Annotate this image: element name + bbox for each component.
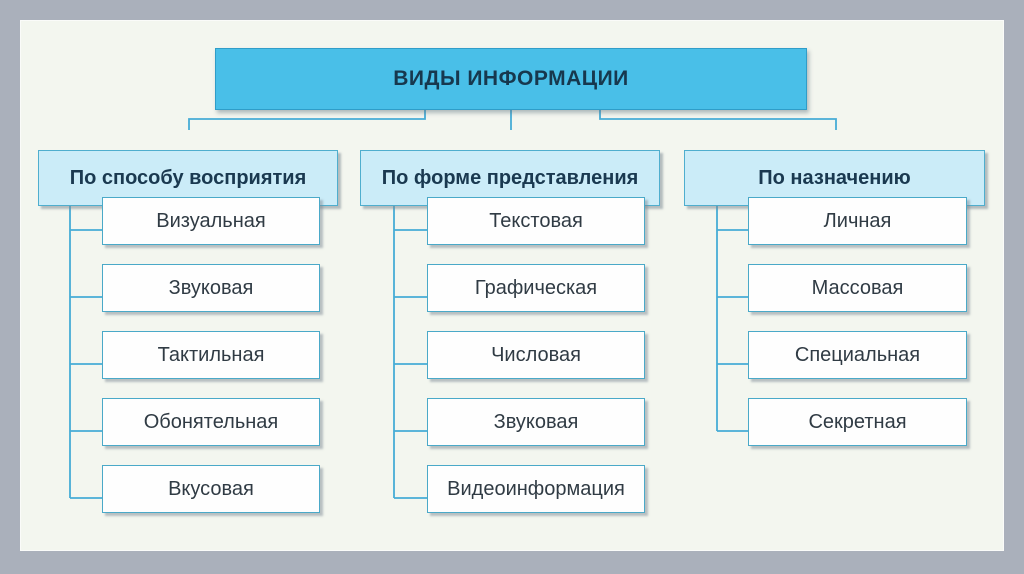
leaf-form-4: Звуковая	[427, 398, 645, 446]
leaf-purpose-2: Массовая	[748, 264, 967, 312]
connector-perception-branch	[69, 186, 102, 499]
leaf-form-2: Графическая	[427, 264, 645, 312]
leaf-perception-3: Тактильная	[102, 331, 320, 379]
connector-root-to-purpose	[599, 110, 837, 130]
connector-form-branch	[393, 186, 427, 499]
slide-canvas: ВИДЫ ИНФОРМАЦИИ По способу восприятия По…	[20, 20, 1004, 551]
leaf-purpose-1: Личная	[748, 197, 967, 245]
leaf-perception-4: Обонятельная	[102, 398, 320, 446]
leaf-form-3: Числовая	[427, 331, 645, 379]
leaf-form-1: Текстовая	[427, 197, 645, 245]
root-node: ВИДЫ ИНФОРМАЦИИ	[215, 48, 807, 110]
category-node-form: По форме представления	[360, 150, 660, 206]
leaf-perception-5: Вкусовая	[102, 465, 320, 513]
leaf-form-5: Видеоинформация	[427, 465, 645, 513]
leaf-perception-1: Визуальная	[102, 197, 320, 245]
leaf-purpose-3: Специальная	[748, 331, 967, 379]
connector-root-to-perception	[188, 110, 426, 130]
leaf-perception-2: Звуковая	[102, 264, 320, 312]
leaf-purpose-4: Секретная	[748, 398, 967, 446]
connector-purpose-branch	[716, 186, 748, 432]
